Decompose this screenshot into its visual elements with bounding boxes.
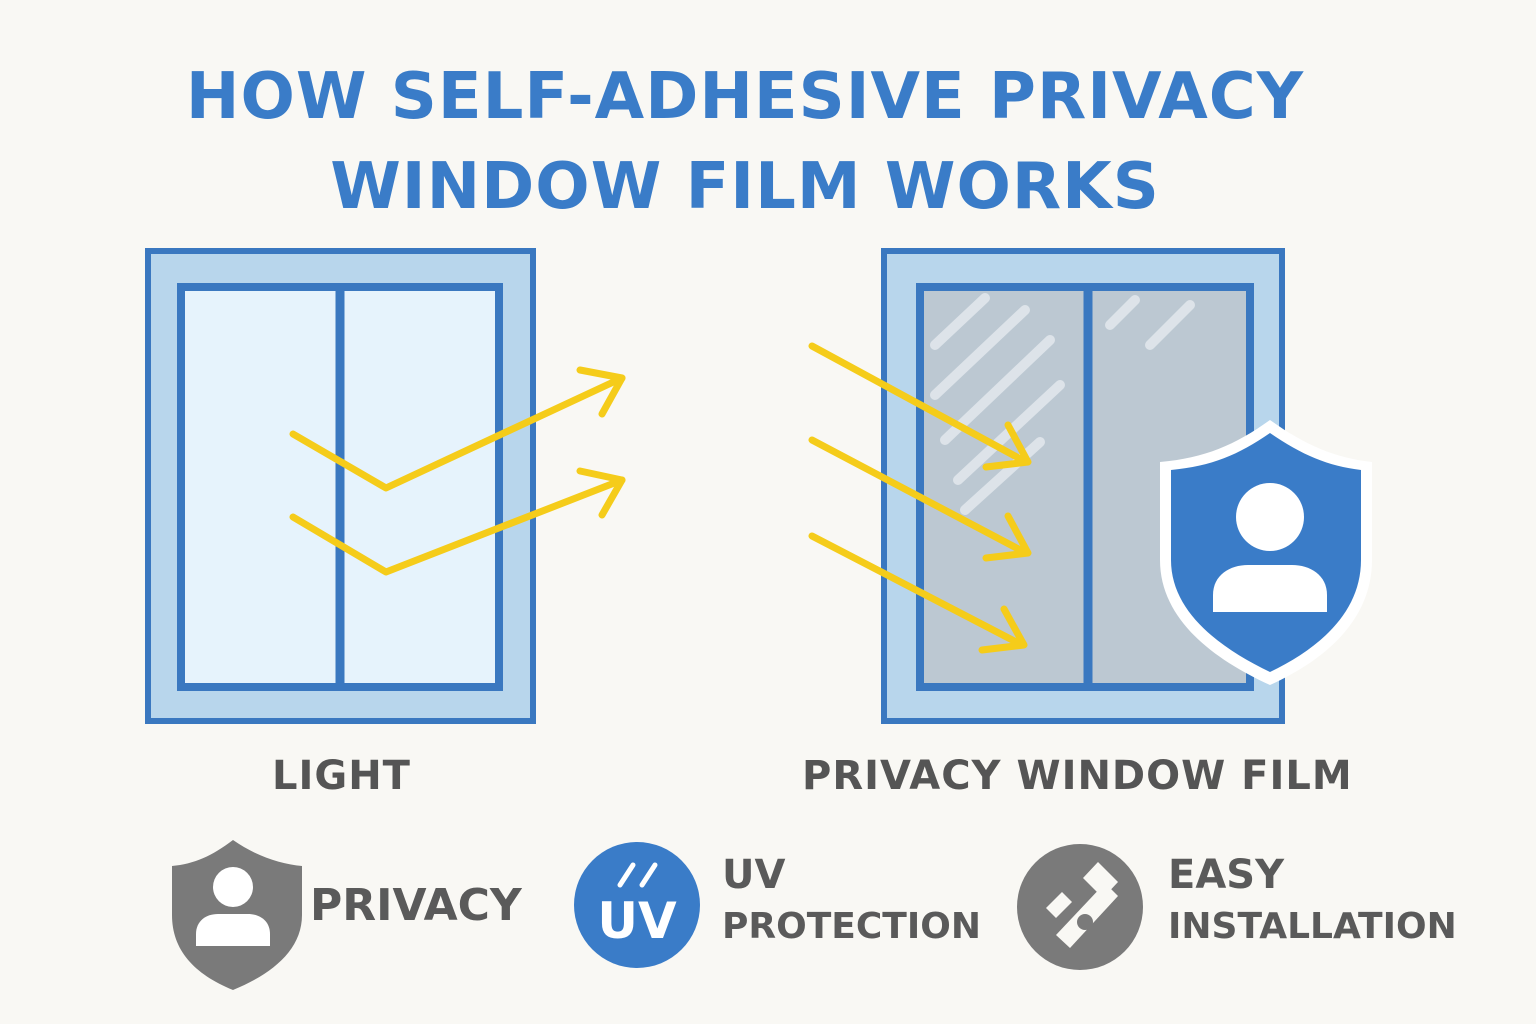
reflected-arrow-2 [289,476,626,576]
privacy-feature-icon [172,840,302,990]
user-head-icon [1236,483,1304,551]
incoming-arrow-3 [808,532,1026,649]
incoming-arrow-3-head [978,605,1028,654]
squeegee-feature-icon [1017,844,1143,970]
reflected-arrow-1 [289,374,626,492]
privacy-shield-icon [1160,420,1372,685]
privacy-feature-label: PRIVACY [310,880,522,931]
reflected-light-arrows [289,366,626,576]
right-window-caption: PRIVACY WINDOW FILM [802,753,1353,799]
title-line-2: WINDOW FILM WORKS [330,150,1160,224]
clear-window [145,248,536,724]
uv-feature-icon: UV [574,842,700,968]
uv-feature-line2: PROTECTION [722,906,981,947]
reflected-arrow-1-head [576,366,626,418]
user-body-icon [1213,565,1327,612]
reflected-arrow-2-head [576,467,626,519]
install-feature-line1: EASY [1168,852,1285,898]
incoming-arrow-1 [808,342,1030,466]
uv-icon-label: UV [597,892,677,950]
incoming-arrow-2 [808,436,1030,557]
title-line-1: HOW SELF-ADHESIVE PRIVACY [185,60,1305,134]
incoming-arrow-1-head [982,421,1032,471]
incoming-light-arrows [808,342,1032,654]
left-window-caption: LIGHT [272,753,411,799]
uv-feature-line1: UV [722,852,786,898]
incoming-arrow-2-head [982,512,1032,562]
install-feature-line2: INSTALLATION [1168,906,1457,947]
page-title: HOW SELF-ADHESIVE PRIVACY WINDOW FILM WO… [0,52,1490,232]
